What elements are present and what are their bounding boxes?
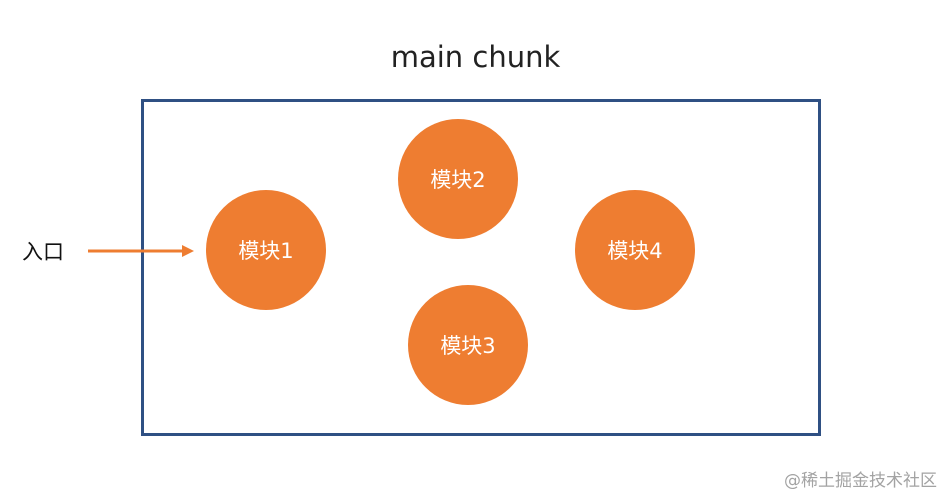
module-1-node: 模块1 [206,190,326,310]
module-3-label: 模块3 [440,334,496,358]
module-1-label: 模块1 [238,239,294,263]
main-chunk-box [141,99,821,436]
watermark-text: @稀土掘金技术社区 [784,471,937,491]
entry-arrow-icon [88,245,194,257]
module-4-node: 模块4 [575,190,695,310]
module-3-node: 模块3 [408,285,528,405]
module-4-label: 模块4 [607,239,663,263]
module-2-label: 模块2 [430,168,486,192]
entry-label: 入口 [22,240,64,264]
diagram-title: main chunk [390,40,561,74]
module-2-node: 模块2 [398,119,518,239]
